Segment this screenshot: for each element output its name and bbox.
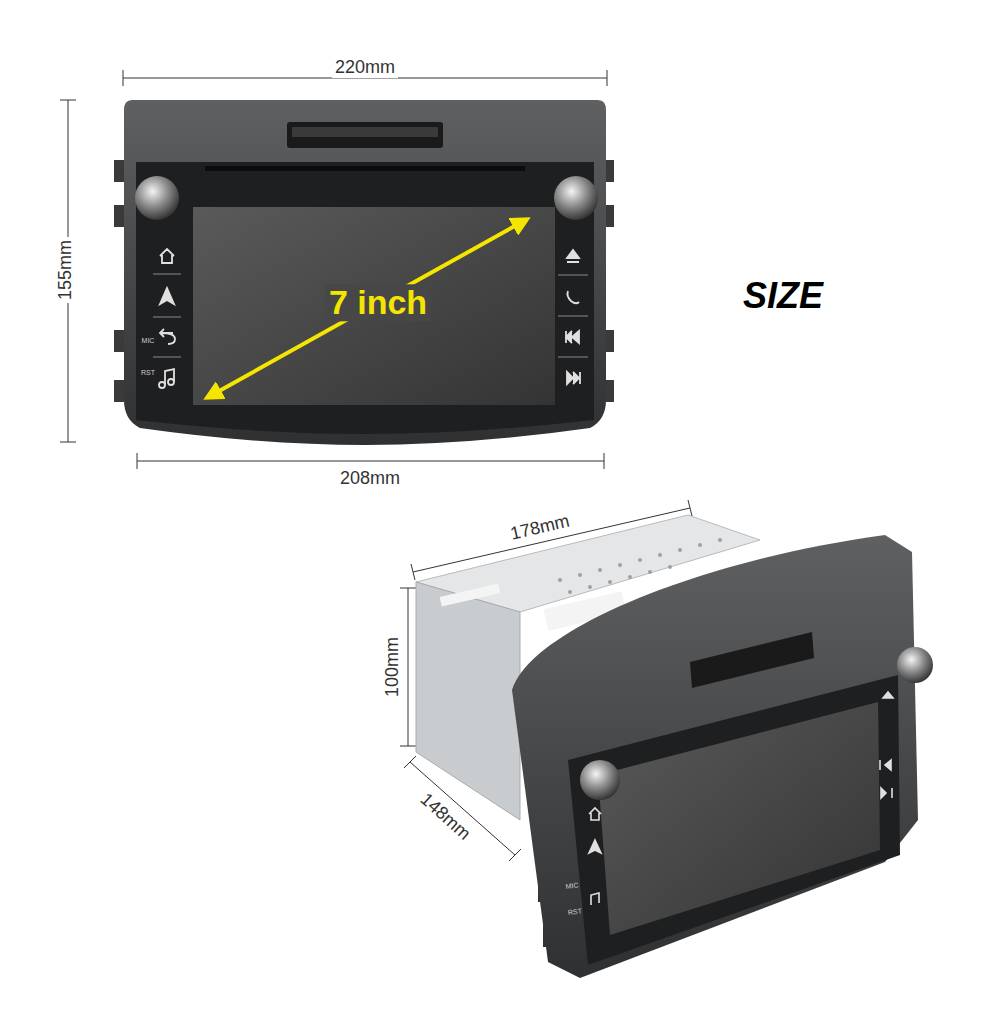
- screen-size-label: 7 inch: [325, 284, 431, 321]
- perspective-view: [416, 515, 933, 978]
- dimension-label: 208mm: [337, 469, 403, 489]
- button-label: MIC: [142, 337, 155, 345]
- dimension-label: 220mm: [332, 58, 398, 78]
- front-view: [114, 100, 614, 445]
- button-label: RST: [141, 369, 155, 377]
- dimension-label: 155mm: [56, 237, 76, 303]
- section-heading: SIZE: [743, 276, 823, 316]
- dimension-label: 100mm: [383, 634, 403, 700]
- dimension-label: 148mm: [414, 788, 476, 847]
- dimension-label: 178mm: [506, 511, 575, 545]
